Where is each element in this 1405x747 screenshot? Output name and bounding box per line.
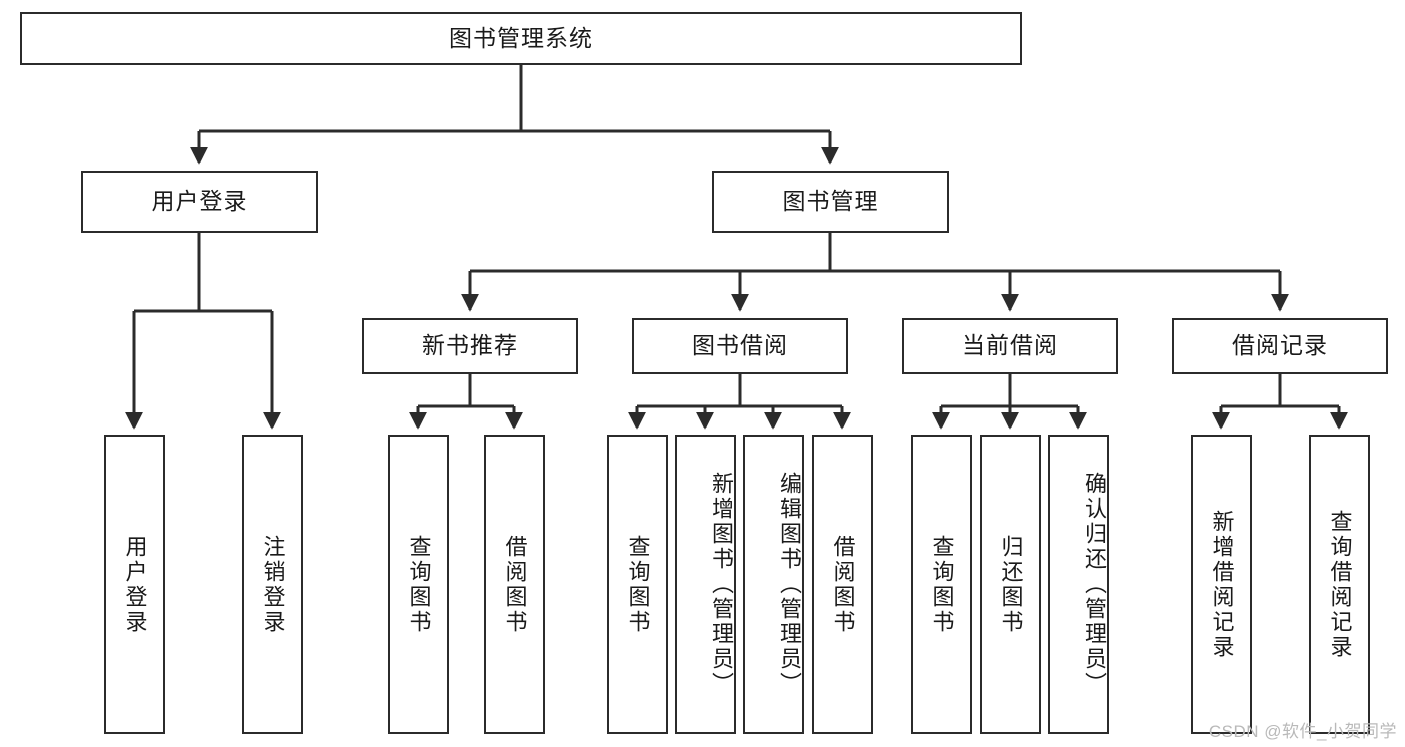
node-user-login-label: 用户登录 (151, 188, 248, 215)
node-book-management-label: 图书管理 (782, 188, 879, 215)
node-new-book-recommend-label: 新书推荐 (422, 332, 518, 359)
leaf-logout-label: 注销登录 (260, 534, 286, 635)
node-root[interactable]: 图书管理系统 (20, 12, 1022, 65)
leaf-user-login[interactable]: 用户登录 (104, 435, 165, 734)
node-book-management[interactable]: 图书管理 (712, 171, 949, 233)
leaf-query-book-current-label: 查询图书 (929, 534, 955, 635)
leaf-confirm-return-admin-label: 确认归还（管理员） (1082, 472, 1107, 697)
leaf-borrow-book-label: 借阅图书 (830, 534, 856, 635)
node-new-book-recommend[interactable]: 新书推荐 (362, 318, 578, 374)
watermark-text: CSDN @软件_小贺同学 (1208, 722, 1397, 741)
leaf-add-borrow-record-label: 新增借阅记录 (1209, 509, 1235, 660)
node-book-borrow-label: 图书借阅 (692, 332, 788, 359)
leaf-user-login-label: 用户登录 (122, 534, 148, 635)
leaf-return-book[interactable]: 归还图书 (980, 435, 1041, 734)
leaf-query-book-recommend[interactable]: 查询图书 (388, 435, 449, 734)
leaf-query-book-current[interactable]: 查询图书 (911, 435, 972, 734)
leaf-query-borrow-record-label: 查询借阅记录 (1327, 509, 1353, 660)
node-user-login[interactable]: 用户登录 (81, 171, 318, 233)
leaf-add-book-admin[interactable]: 新增图书（管理员） (675, 435, 736, 734)
node-current-borrow[interactable]: 当前借阅 (902, 318, 1118, 374)
leaf-add-borrow-record[interactable]: 新增借阅记录 (1191, 435, 1252, 734)
leaf-confirm-return-admin[interactable]: 确认归还（管理员） (1048, 435, 1109, 734)
node-current-borrow-label: 当前借阅 (962, 332, 1058, 359)
node-book-borrow[interactable]: 图书借阅 (632, 318, 848, 374)
leaf-edit-book-admin[interactable]: 编辑图书（管理员） (743, 435, 804, 734)
leaf-borrow-book[interactable]: 借阅图书 (812, 435, 873, 734)
leaf-query-book-borrow[interactable]: 查询图书 (607, 435, 668, 734)
leaf-add-book-admin-label: 新增图书（管理员） (709, 472, 734, 697)
leaf-return-book-label: 归还图书 (998, 534, 1024, 635)
leaf-logout[interactable]: 注销登录 (242, 435, 303, 734)
node-borrow-record-label: 借阅记录 (1232, 332, 1328, 359)
node-root-label: 图书管理系统 (449, 24, 593, 51)
leaf-borrow-book-recommend[interactable]: 借阅图书 (484, 435, 545, 734)
leaf-query-book-borrow-label: 查询图书 (625, 534, 651, 635)
leaf-query-borrow-record[interactable]: 查询借阅记录 (1309, 435, 1370, 734)
leaf-borrow-book-recommend-label: 借阅图书 (502, 534, 528, 635)
leaf-query-book-recommend-label: 查询图书 (406, 534, 432, 635)
leaf-edit-book-admin-label: 编辑图书（管理员） (777, 472, 802, 697)
node-borrow-record[interactable]: 借阅记录 (1172, 318, 1388, 374)
